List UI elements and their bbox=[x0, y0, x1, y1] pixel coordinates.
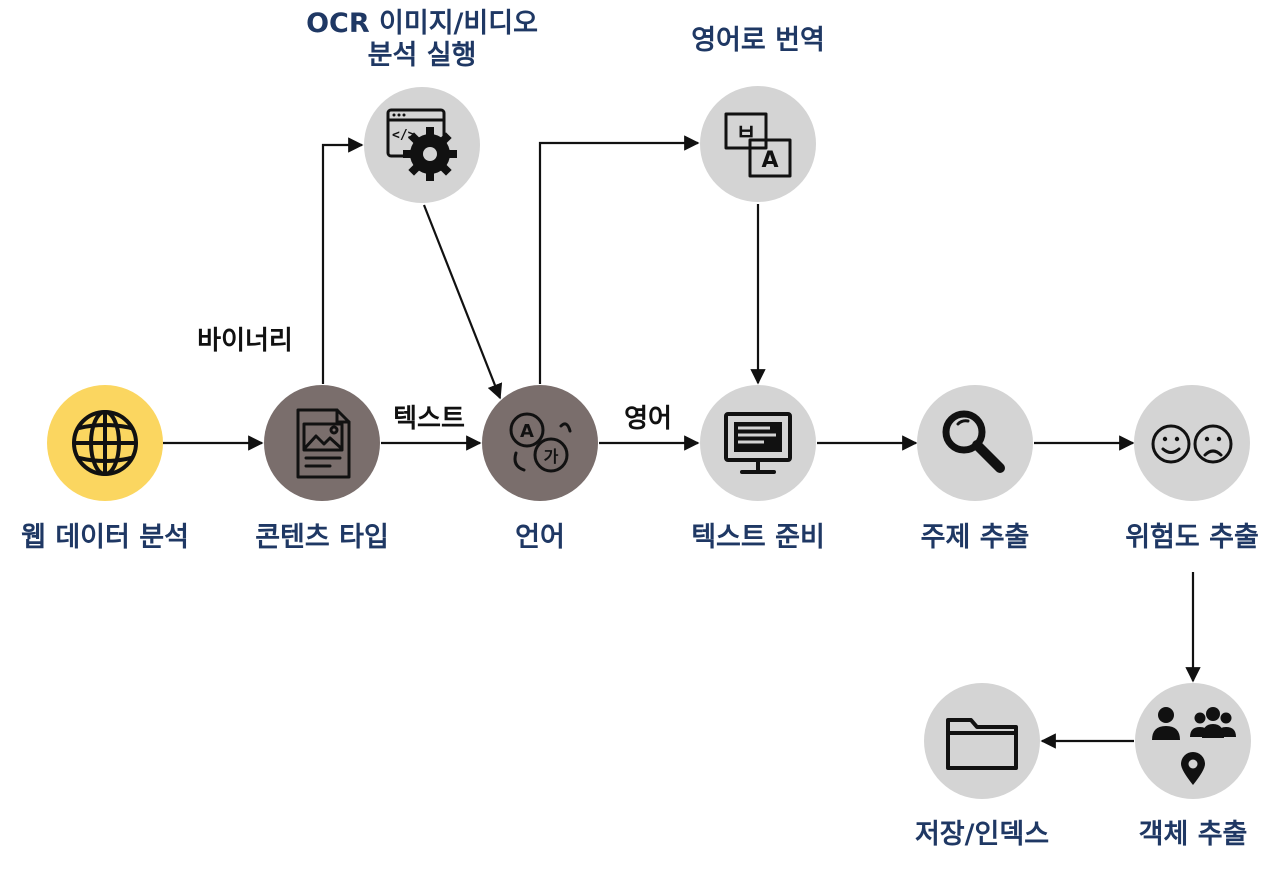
node-entity: 객체 추출 bbox=[1135, 683, 1251, 850]
image-document-icon bbox=[296, 408, 351, 479]
language-glyph-b: 가 bbox=[544, 447, 559, 466]
node-text-prep: 텍스트 준비 bbox=[691, 385, 825, 553]
node-ocr: OCR 이미지/비디오 분석 실행 </> bbox=[306, 8, 538, 203]
magnifier-icon bbox=[942, 410, 1005, 473]
node-label-entity: 객체 추출 bbox=[1139, 819, 1248, 850]
node-circle bbox=[700, 86, 816, 202]
node-store: 저장/인덱스 bbox=[915, 683, 1049, 850]
node-label-topic: 주제 추출 bbox=[921, 522, 1030, 553]
globe-icon bbox=[72, 410, 138, 476]
node-topic: 주제 추출 bbox=[917, 385, 1033, 553]
language-glyph-a: A bbox=[520, 421, 534, 442]
node-label-language: 언어 bbox=[515, 522, 565, 553]
folder-icon bbox=[946, 718, 1018, 770]
emotion-faces-icon bbox=[1151, 424, 1233, 464]
edge-label-binary: 바이너리 bbox=[197, 326, 293, 356]
node-language: A 가 언어 bbox=[482, 385, 598, 553]
edge-content-to-ocr bbox=[321, 137, 364, 384]
node-label-store: 저장/인덱스 bbox=[915, 819, 1049, 850]
node-label-textprep: 텍스트 준비 bbox=[691, 522, 825, 553]
people-location-icon bbox=[1152, 707, 1236, 785]
node-circle bbox=[924, 683, 1040, 799]
edge-label-text: 텍스트 bbox=[393, 404, 465, 434]
edges bbox=[163, 135, 1201, 749]
code-gear-icon: </> bbox=[386, 108, 457, 181]
node-risk: 위험도 추출 bbox=[1125, 385, 1259, 553]
node-label-translate: 영어로 번역 bbox=[691, 25, 825, 56]
node-label-ocr-line1: OCR 이미지/비디오 bbox=[306, 8, 538, 39]
node-label-ocr-line2: 분석 실행 bbox=[368, 40, 477, 71]
edge-ocr-to-language bbox=[422, 204, 503, 400]
translate-icon: ㅂ A bbox=[724, 112, 792, 178]
node-content-type: 콘텐츠 타입 bbox=[255, 385, 389, 553]
monitor-text-icon bbox=[724, 412, 792, 474]
translate-glyph-source: ㅂ bbox=[736, 121, 756, 146]
edge-language-to-translate bbox=[538, 135, 700, 384]
edge-label-english: 영어 bbox=[624, 404, 672, 434]
node-web-analysis: 웹 데이터 분석 bbox=[21, 385, 189, 553]
language-translate-icon: A 가 bbox=[509, 412, 572, 473]
node-translate: 영어로 번역 ㅂ A bbox=[691, 25, 825, 202]
translate-glyph-target: A bbox=[761, 148, 778, 173]
node-label-web: 웹 데이터 분석 bbox=[21, 522, 189, 553]
node-circle bbox=[1134, 385, 1250, 501]
node-label-risk: 위험도 추출 bbox=[1125, 522, 1259, 553]
node-label-content: 콘텐츠 타입 bbox=[255, 522, 389, 553]
